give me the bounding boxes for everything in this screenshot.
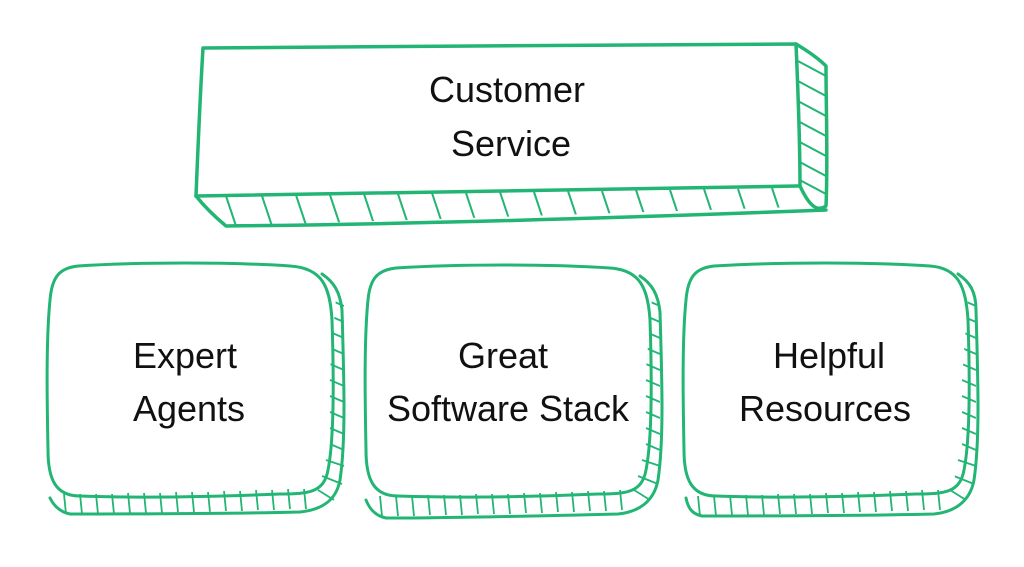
helpful-resources-box-outline bbox=[681, 261, 980, 518]
customer-service-label-line1: Customer bbox=[429, 69, 585, 110]
customer-service-box-outline bbox=[194, 42, 829, 228]
expert-agents-label-line2: Agents bbox=[133, 388, 245, 429]
customer-service-box: Customer Service bbox=[194, 42, 829, 228]
customer-service-label-line2: Service bbox=[451, 123, 571, 164]
great-software-stack-box: Great Software Stack bbox=[363, 263, 664, 520]
expert-agents-box: Expert Agents bbox=[45, 261, 346, 516]
great-software-stack-label-line1: Great bbox=[458, 335, 548, 376]
helpful-resources-label-line1: Helpful bbox=[773, 335, 885, 376]
great-software-stack-box-outline bbox=[363, 263, 664, 520]
expert-agents-label-line1: Expert bbox=[133, 335, 237, 376]
helpful-resources-label-line2: Resources bbox=[739, 388, 911, 429]
helpful-resources-box: Helpful Resources bbox=[681, 261, 980, 518]
great-software-stack-label-line2: Software Stack bbox=[387, 388, 630, 429]
expert-agents-box-outline bbox=[45, 261, 346, 516]
